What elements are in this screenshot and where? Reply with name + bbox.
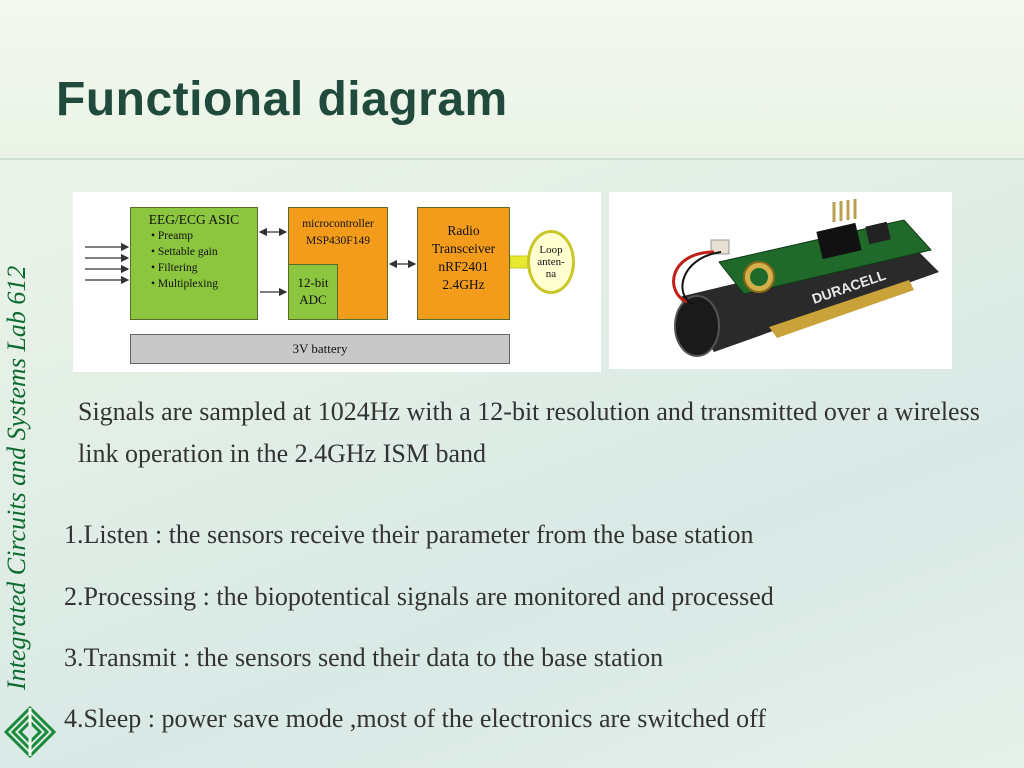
asic-feature-list: • Preamp • Settable gain • Filtering • M… (131, 228, 257, 292)
asic-item-gain: • Settable gain (151, 246, 218, 258)
asic-item-preamp: • Preamp (151, 230, 194, 242)
antenna-line-2: anten- (537, 256, 565, 268)
eeg-ecg-asic-block: EEG/ECG ASIC • Preamp • Settable gain • … (130, 207, 258, 320)
asic-item-multiplexing: • Multiplexing (151, 278, 218, 290)
radio-transceiver-block: Radio Transceiver nRF2401 2.4GHz (417, 207, 510, 320)
battery-block: 3V battery (130, 334, 510, 364)
mcu-part-number: MSP430F149 (306, 235, 370, 247)
step-listen: 1.Listen : the sensors receive their par… (64, 520, 754, 549)
mcu-label: microcontroller (302, 218, 374, 230)
step-transmit: 3.Transmit : the sensors send their data… (64, 643, 664, 672)
sensor-node-image: DURACELL (672, 199, 939, 357)
step-processing: 2.Processing : the biopotentical signals… (64, 582, 774, 611)
intro-paragraph: Signals are sampled at 1024Hz with a 12-… (78, 397, 980, 468)
radio-line-1: Radio (447, 223, 480, 238)
radio-part-number: nRF2401 (438, 259, 489, 274)
radio-frequency: 2.4GHz (442, 277, 485, 292)
adc-block: 12-bit ADC (288, 264, 338, 320)
radio-line-2: Transceiver (431, 241, 496, 256)
asic-item-filtering: • Filtering (151, 262, 198, 274)
lab-side-label: Integrated Circuits and Systems Lab 612 (2, 265, 31, 690)
loop-antenna-block: Loop anten- na (527, 230, 575, 294)
antenna-line-3: na (545, 268, 557, 280)
microcontroller-block: microcontroller MSP430F149 (288, 207, 388, 320)
adc-resolution: 12-bit (297, 275, 329, 290)
slide-title: Functional diagram (56, 73, 508, 126)
sensor-node-photo: DURACELL (609, 192, 952, 369)
antenna-line-1: Loop (539, 244, 563, 256)
functional-block-diagram: EEG/ECG ASIC • Preamp • Settable gain • … (73, 192, 601, 372)
title-band (0, 0, 1024, 160)
step-sleep: 4.Sleep : power save mode ,most of the e… (64, 704, 767, 733)
lab-logo-icon (4, 706, 56, 758)
diagram-connectors (85, 227, 529, 297)
adc-label: ADC (299, 292, 327, 307)
